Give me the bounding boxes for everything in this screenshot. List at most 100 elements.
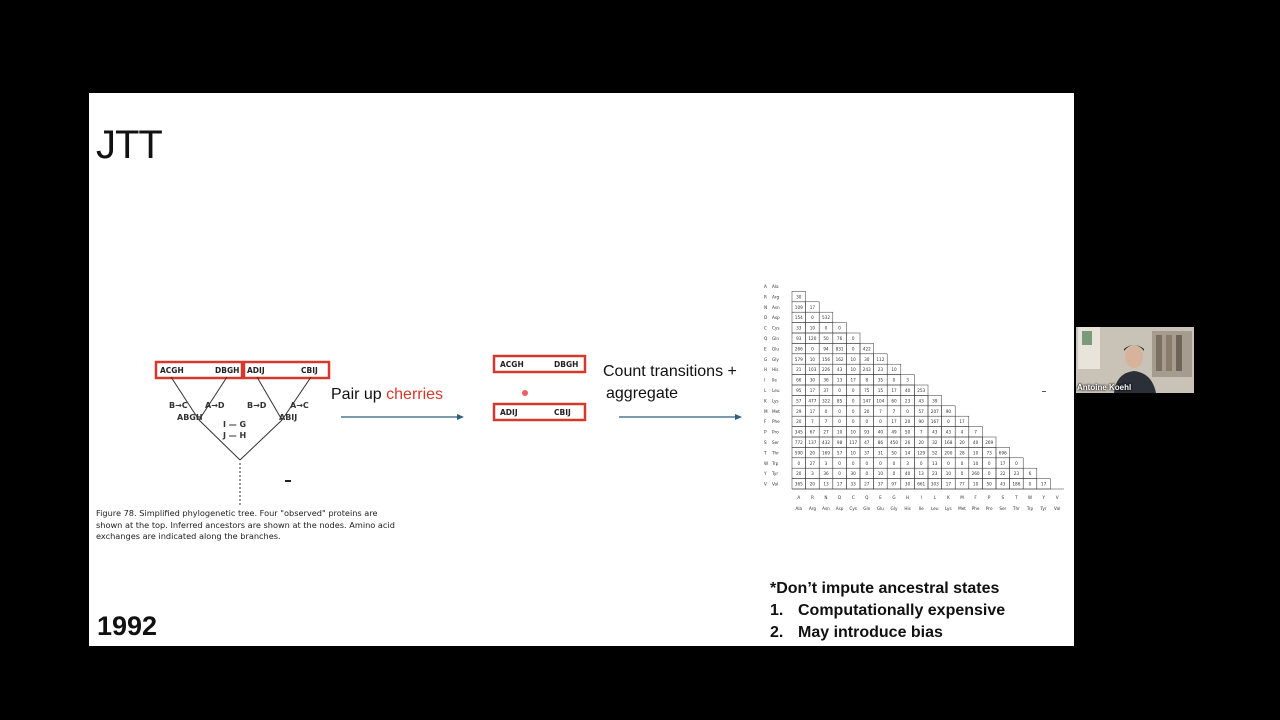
matrix-cell-value: 661: [917, 482, 925, 487]
matrix-cell-value: 4: [961, 430, 964, 435]
matrix-cell-value: 43: [946, 430, 952, 435]
matrix-cell-value: 27: [810, 461, 816, 466]
matrix-cell-value: 17: [851, 378, 857, 383]
matrix-cell-value: 129: [917, 450, 925, 455]
matrix-cell-value: 0: [838, 409, 841, 414]
matrix-cell-value: 3: [825, 461, 828, 466]
matrix-row-code: S: [764, 440, 767, 445]
matrix-cell-value: 253: [917, 388, 925, 393]
matrix-cell-value: 7: [825, 419, 828, 424]
matrix-cell-value: 0: [865, 461, 868, 466]
matrix-col-code: K: [947, 495, 950, 500]
matrix-cell-value: 20: [905, 419, 911, 424]
matrix-cell-value: 532: [822, 315, 830, 320]
matrix-cell-value: 20: [796, 419, 802, 424]
notes-item-2: 2.May introduce bias: [770, 622, 1005, 644]
matrix-cell-value: 10: [973, 450, 979, 455]
matrix-cell-value: 0: [961, 471, 964, 476]
matrix-cell-value: 3: [906, 378, 909, 383]
matrix-col-code: F: [974, 495, 977, 500]
matrix-cell-value: 3: [906, 461, 909, 466]
matrix-cell-value: 77: [959, 482, 965, 487]
matrix-cell-value: 30: [796, 294, 802, 299]
matrix-cell-value: 13: [837, 378, 843, 383]
cherry-pair-box-1: [492, 354, 587, 374]
paired-cherries: ACGH DBGH ADIJ CBIJ: [492, 354, 587, 422]
matrix-cell-value: 0: [838, 388, 841, 393]
matrix-cell-value: 0: [947, 419, 950, 424]
matrix-col-name: Ser: [999, 506, 1006, 511]
matrix-col-code: R: [811, 495, 814, 500]
pair-1-leaf-1: ACGH: [500, 360, 524, 369]
matrix-cell-value: 35: [878, 378, 884, 383]
right-ancestor: ABIJ: [279, 413, 297, 422]
notes-heading: *Don’t impute ancestral states: [770, 580, 1000, 597]
matrix-row-name: Cys: [772, 326, 780, 331]
matrix-cell-value: 154: [795, 315, 803, 320]
matrix-cell-value: 90: [919, 419, 925, 424]
matrix-row-name: Lys: [772, 398, 779, 403]
matrix-cell-value: 36: [823, 378, 829, 383]
matrix-row-code: N: [764, 305, 767, 310]
matrix-row-name: Pro: [772, 430, 779, 435]
matrix-row-code: E: [764, 346, 767, 351]
year-label: 1992: [97, 611, 158, 641]
matrix-col-code: T: [1014, 495, 1018, 500]
matrix-cell-value: 37: [823, 388, 829, 393]
matrix-row-code: D: [764, 315, 767, 320]
matrix-cell-value: 60: [891, 398, 897, 403]
notes-item-1: 1.Computationally expensive: [770, 600, 1005, 622]
count-transitions-label: Count transitions + aggregate: [603, 361, 737, 405]
matrix-cell-value: 39: [932, 398, 938, 403]
matrix-cell-value: 0: [811, 315, 814, 320]
matrix-cell-value: 0: [838, 461, 841, 466]
matrix-cell-value: 0: [961, 461, 964, 466]
matrix-row-name: Leu: [772, 388, 780, 393]
matrix-cell-value: 10: [810, 326, 816, 331]
matrix-cell-value: 98: [837, 440, 843, 445]
matrix-row-code: Y: [763, 471, 767, 476]
matrix-col-name: Asp: [836, 506, 844, 511]
matrix-cell-value: 696: [999, 450, 1007, 455]
matrix-cell-value: 57: [919, 409, 925, 414]
matrix-cell-value: 0: [988, 471, 991, 476]
matrix-col-code: H: [906, 495, 909, 500]
matrix-cell-value: 7: [811, 419, 814, 424]
left-cherry-box: [154, 360, 244, 380]
matrix-col-name: Asn: [822, 506, 830, 511]
matrix-cell-value: 20: [796, 471, 802, 476]
matrix-col-code: M: [960, 495, 964, 500]
matrix-cell-value: 0: [838, 419, 841, 424]
matrix-cell-value: 137: [808, 440, 816, 445]
matrix-row-name: Glu: [772, 346, 779, 351]
matrix-row-code: H: [764, 367, 767, 372]
matrix-cell-value: 33: [851, 482, 857, 487]
matrix-cell-value: 17: [837, 482, 843, 487]
matrix-row-code: W: [764, 461, 768, 466]
root-change-1: I — G: [223, 420, 246, 429]
matrix-cell-value: 17: [810, 409, 816, 414]
matrix-col-code: Y: [1041, 495, 1045, 500]
matrix-cell-value: 47: [864, 440, 870, 445]
matrix-cell-value: 345: [795, 430, 803, 435]
matrix-row-name: Met: [772, 409, 780, 414]
matrix-cell-value: 0: [893, 461, 896, 466]
tree-leaf-3: ADIJ: [247, 366, 265, 375]
matrix-cell-value: 0: [825, 326, 828, 331]
matrix-row-name: Gln: [772, 336, 779, 341]
matrix-cell-value: 94: [823, 346, 829, 351]
matrix-cell-value: 772: [795, 440, 803, 445]
matrix-cell-value: 17: [891, 419, 897, 424]
matrix-row-code: G: [764, 357, 767, 362]
matrix-row-code: R: [764, 294, 767, 299]
matrix-cell-value: 17: [810, 305, 816, 310]
matrix-cell-value: 0: [1015, 461, 1018, 466]
matrix-col-code: V: [1056, 495, 1059, 500]
matrix-cell-value: 10: [973, 482, 979, 487]
right-node-change-left: B→D: [247, 401, 267, 410]
participant-video-tile[interactable]: Antoine Koehl: [1076, 327, 1194, 393]
matrix-row-name: Asn: [772, 305, 780, 310]
matrix-cell-value: 269: [985, 440, 993, 445]
matrix-col-name: Arg: [809, 506, 817, 511]
matrix-cell-value: 20: [810, 450, 816, 455]
